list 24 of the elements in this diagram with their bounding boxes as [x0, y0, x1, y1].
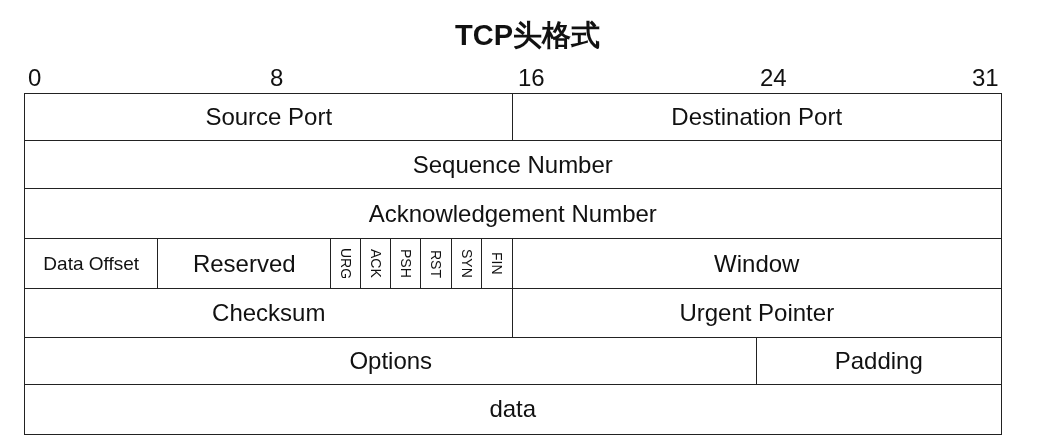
- bit-number: 0: [28, 64, 42, 92]
- header-field: Reserved: [157, 238, 332, 290]
- flag-bit-field: URG: [330, 238, 362, 290]
- diagram-title: TCP头格式: [454, 18, 601, 53]
- bit-number: 8: [270, 64, 284, 92]
- flag-bit-field: ACK: [360, 238, 392, 290]
- header-field: Source Port: [24, 93, 514, 142]
- header-field: Acknowledgement Number: [24, 188, 1002, 240]
- header-field: Checksum: [24, 288, 514, 339]
- header-field: Padding: [756, 337, 1002, 386]
- flag-bit-field: PSH: [390, 238, 422, 290]
- header-field: Data Offset: [24, 238, 159, 290]
- header-field: Destination Port: [512, 93, 1002, 142]
- flag-bit-field: RST: [420, 238, 453, 290]
- bit-number: 31: [972, 64, 999, 92]
- bit-number: 16: [518, 64, 545, 92]
- flag-bit-field: FIN: [481, 238, 514, 290]
- header-field: Urgent Pointer: [512, 288, 1002, 339]
- flag-bit-field: SYN: [451, 238, 483, 290]
- header-field: Window: [512, 238, 1002, 290]
- header-field: Options: [24, 337, 758, 386]
- header-field: data: [24, 384, 1002, 435]
- bit-number: 24: [760, 64, 787, 92]
- header-field: Sequence Number: [24, 140, 1002, 190]
